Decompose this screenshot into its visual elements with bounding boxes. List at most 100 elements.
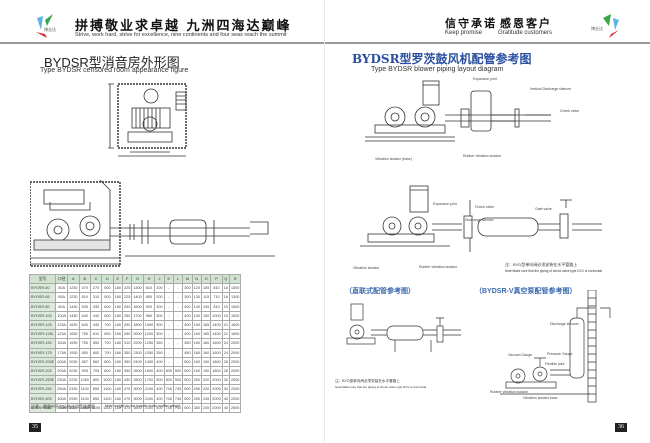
table-cell: 810 [210,283,223,294]
table-cell: 475 [121,393,133,404]
company-logo-icon [603,14,619,38]
table-cell: 400 [182,319,193,331]
table-cell: 21 [221,329,230,340]
column-header: J [154,273,165,285]
table-cell: 2930 [67,393,80,404]
column-header: R [228,273,242,285]
company-logo-icon [36,14,53,38]
column-header: P [210,273,223,285]
table-cell: 165 [200,319,212,331]
column-header: 型号 [28,273,57,285]
table-cell: 400 [154,393,165,404]
table-cell: 26 [221,356,230,367]
table-cell: 850 [89,384,103,395]
table-cell: 245 [200,402,212,413]
table-cell: 190 [200,365,212,377]
table-cell: - [172,356,184,367]
table-cell: 115 [200,292,212,303]
table-cell: - [172,319,184,331]
table-cell: 105 [200,283,212,294]
table-cell: 30 [221,384,230,395]
page-title: BYDSR型罗茨鼓风机配管参考图 [352,52,532,66]
table-cell: 1400 [210,329,223,340]
model-cell: BYDSR-80 [28,301,57,312]
table-cell: 2400 [131,356,144,367]
page-title: BYDSR型消音房外形图 [44,55,180,70]
table-cell: 1600 [228,319,242,331]
table-cell: 180 [112,365,123,377]
table-cell: 160 [191,347,202,358]
label-vertical-silencer: Vertical Discharge silencer [530,87,572,91]
table-cell: 26 [221,365,230,377]
table-cell: 2100 [142,384,156,395]
table-cell: 745 [172,384,184,395]
model-cell: BYDSR-250E [28,375,57,386]
page-subtitle: Type BYDSR blower piping layout diagram [371,66,504,73]
table-cell: 400 [154,384,165,395]
table-cell: 850 [142,292,156,303]
table-cell: 2800 [131,375,144,386]
table-cell: 700 [101,338,114,349]
diagram2-note-en: Note:Make sure that the piping of check … [505,269,602,273]
table-cell: 1300 [131,283,144,294]
table-cell: 1000 [101,375,114,386]
table-cell: 900 [142,301,156,312]
column-header: B [78,273,92,285]
piping-diagram-vacuum [500,290,611,403]
table-cell: 400 [182,310,193,321]
table-cell: 1500 [228,310,242,321]
table-cell: 200 [154,292,165,303]
slogan-en: Strive, work hard, strive for excellence… [75,32,287,38]
table-cell: 1300 [228,283,242,294]
table-cell: 125A [55,329,69,340]
table-cell: 1430 [67,310,80,321]
table-cell: - [163,292,174,303]
table-cell: 600 [101,310,114,321]
table-cell: 160 [191,329,202,340]
table-cell: 175A [55,347,69,358]
label-vibration-isolator: Vibration isolator (base) [375,157,412,161]
table-cell: - [163,283,174,294]
model-cell: BYDSR-200E [28,356,57,367]
table-cell: 745 [163,384,174,395]
table-cell: 190 [200,356,212,367]
table-cell: 2300 [131,347,144,358]
column-header: C [89,273,103,285]
table-cell: 1100 [101,384,114,395]
piping-diagram-direct [346,303,461,352]
table-cell: 650 [101,329,114,340]
table-cell: 1700 [131,310,144,321]
table-cell: 130 [191,292,202,303]
table-cell: 250A [55,375,69,386]
table-cell: - [172,329,184,340]
table-cell: 1050 [142,319,156,331]
table-cell: 250 [191,393,202,404]
table-cell: 1000 [210,310,223,321]
table-cell: 1100 [78,393,92,404]
column-header: O [200,273,212,285]
table-cell: 160 [191,356,202,367]
table-cell: 750 [78,338,92,349]
table-cell: 1600 [142,365,156,377]
table-cell: 2230 [67,375,80,386]
piping-diagram-vertical [365,80,551,142]
table-cell: 250 [121,310,133,321]
table-cell: 225 [121,292,133,303]
table-cell: 350 [154,347,165,358]
table-cell: 300 [154,301,165,312]
table-cell: 1800 [131,319,144,331]
table-cell: 350 [121,356,133,367]
logo-text: 博业达 [44,27,56,32]
table-cell: 1600 [228,329,242,340]
table-cell: 2000 [131,329,144,340]
table-cell: 330 [89,301,103,312]
table-cell: 400 [182,329,193,340]
table-cell: 1930 [67,347,80,358]
table-cell: 300 [154,310,165,321]
